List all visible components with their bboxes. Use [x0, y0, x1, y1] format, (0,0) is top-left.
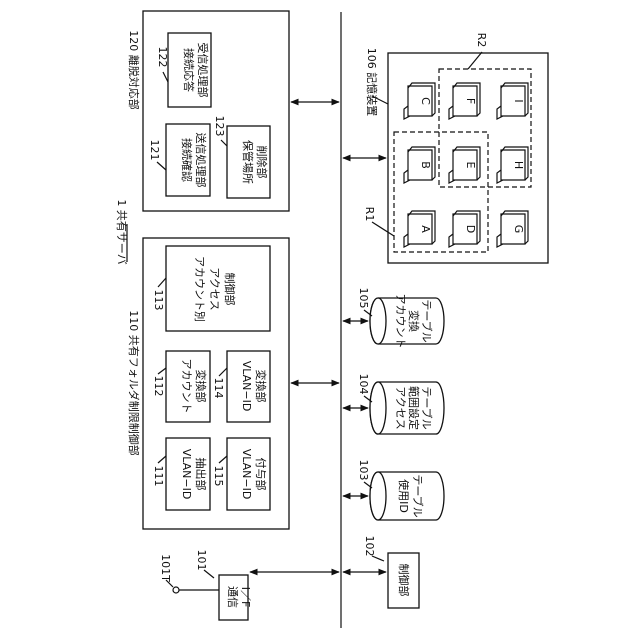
unit-115-line2: 付与部	[254, 458, 268, 491]
folder-label: C	[419, 97, 432, 105]
unit-115-ref: 115	[212, 466, 225, 487]
comm-if-line1: 通信	[226, 586, 239, 608]
table-104-line1: アクセス	[394, 386, 407, 429]
table-105-line1: アカウント	[394, 294, 407, 349]
unit-113-line3: 制御部	[223, 273, 237, 306]
table-105: アカウント 変換 テーブル	[370, 294, 444, 349]
region-r2-label: R2	[475, 33, 488, 48]
unit-114-line1: VLAN−ID	[240, 361, 253, 412]
table-105-ref: 105	[357, 288, 370, 309]
unit-112-ref: 112	[152, 376, 165, 397]
unit-113-line1: アカウント別	[193, 256, 206, 322]
folder-layer: A B C D E F G H I	[404, 83, 528, 247]
folder-control-label: 110 共有フォルダ制限制御部	[127, 310, 141, 456]
unit-122-line2: 受信処理部	[196, 43, 210, 98]
unit-122-ref: 122	[156, 47, 169, 68]
folder-label: H	[512, 161, 525, 169]
svg-text:120 離脱対応部: 120 離脱対応部	[127, 30, 141, 110]
unit-113-ref: 113	[152, 290, 165, 311]
departure-handling-label: 120 離脱対応部	[127, 30, 141, 110]
region-r1-label: R1	[363, 207, 376, 222]
folder-label: D	[464, 225, 477, 233]
unit-123-ref: 123	[213, 116, 226, 137]
comm-if-ref: 101	[195, 550, 208, 571]
table-103: 使用ID テーブル	[370, 472, 444, 520]
unit-111-line1: VLAN−ID	[180, 449, 193, 500]
unit-123-line1: 保管場所	[241, 140, 255, 184]
folder-label: A	[419, 225, 432, 233]
comm-if-leader	[204, 570, 214, 578]
unit-121-line2: 送信処理部	[194, 133, 208, 188]
unit-123-line2: 削除部	[255, 146, 269, 179]
unit-113-line2: アクセス	[208, 267, 221, 310]
folder-label: F	[464, 98, 477, 104]
unit-115-line1: VLAN−ID	[240, 449, 253, 500]
svg-text:110 共有フォルダ制限制御部: 110 共有フォルダ制限制御部	[127, 310, 141, 456]
folder-label: G	[512, 225, 525, 234]
table-104-ref: 104	[357, 374, 370, 395]
table-104-line2: 範囲設定	[407, 386, 421, 430]
comm-terminal-ref: 101T	[159, 554, 172, 582]
folder-label: B	[419, 161, 432, 169]
unit-121-line1: 接続確認	[180, 138, 194, 182]
unit-121-ref: 121	[148, 140, 161, 161]
unit-111-ref: 111	[152, 466, 165, 487]
storage-label: 106 記憶装置	[365, 48, 379, 117]
comm-if-line2: I／F	[239, 587, 252, 608]
folder-label: E	[464, 162, 477, 169]
table-103-line1: 使用ID	[397, 479, 410, 513]
table-103-ref: 103	[357, 460, 370, 481]
table-105-line3: テーブル	[420, 299, 434, 342]
table-103-line2: テーブル	[411, 474, 425, 517]
comm-terminal-dot	[173, 587, 179, 593]
unit-122-line1: 接続応答	[182, 48, 196, 92]
table-104-line3: テーブル	[420, 386, 434, 429]
table-105-line2: 変換	[407, 310, 421, 332]
control-ref: 102	[363, 536, 376, 557]
control-leader	[372, 556, 384, 561]
unit-111-line2: 抽出部	[194, 458, 208, 491]
control-label: 制御部	[397, 564, 411, 597]
unit-114-ref: 114	[212, 378, 225, 399]
unit-112-line2: 変換部	[194, 370, 208, 403]
table-104: アクセス 範囲設定 テーブル	[370, 382, 444, 434]
unit-114-line2: 変換部	[254, 370, 268, 403]
folder-label: I	[512, 99, 525, 102]
unit-112-line1: アカウント	[180, 359, 193, 414]
